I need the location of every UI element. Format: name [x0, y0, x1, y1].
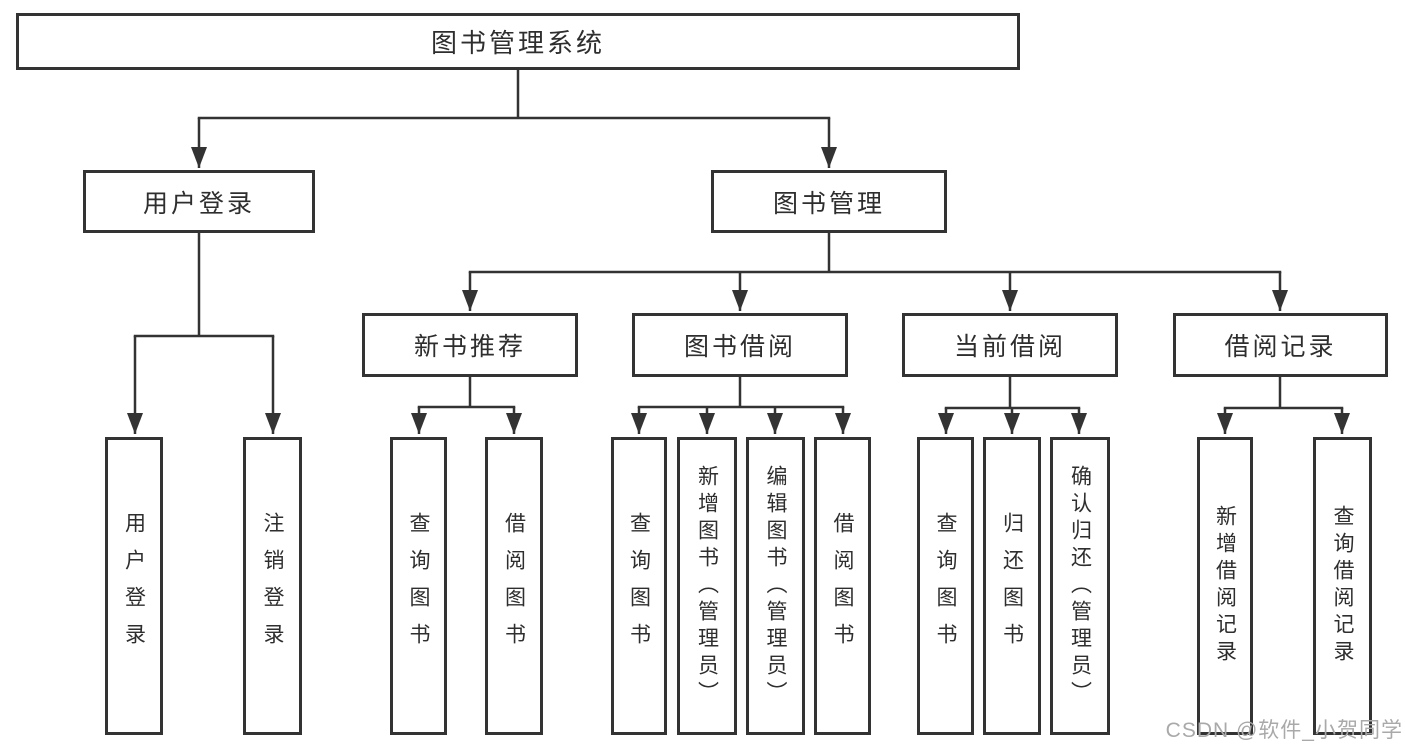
leaf-add-borrow-record: 新增借阅记录: [1197, 437, 1253, 735]
node-book-management: 图书管理: [711, 170, 947, 233]
leaf-borrow-books: 借阅图书: [814, 437, 871, 735]
leaf-return-books: 归还图书: [983, 437, 1041, 735]
node-book-borrow: 图书借阅: [632, 313, 848, 377]
leaf-label: 编辑图书（管理员）: [764, 464, 787, 708]
leaf-label: 确认归还（管理员）: [1068, 464, 1092, 708]
node-root: 图书管理系统: [16, 13, 1020, 70]
leaf-edit-books-admin: 编辑图书（管理员）: [746, 437, 805, 735]
node-new-book-recommend: 新书推荐: [362, 313, 578, 377]
leaf-label: 查询图书: [407, 512, 430, 660]
leaf-query-books-recommend: 查询图书: [390, 437, 447, 735]
leaf-label: 查询图书: [934, 512, 957, 660]
node-current-borrow: 当前借阅: [902, 313, 1118, 377]
leaf-add-books-admin: 新增图书（管理员）: [677, 437, 737, 735]
leaf-label: 查询图书: [627, 512, 651, 660]
node-borrow-records: 借阅记录: [1173, 313, 1388, 377]
leaf-borrow-books-recommend: 借阅图书: [485, 437, 543, 735]
leaf-query-books-borrow: 查询图书: [611, 437, 667, 735]
leaf-label: 借阅图书: [831, 512, 854, 660]
leaf-confirm-return-admin: 确认归还（管理员）: [1050, 437, 1110, 735]
leaf-label: 查询借阅记录: [1331, 505, 1354, 667]
leaf-label: 注销登录: [261, 512, 284, 660]
leaf-label: 新增借阅记录: [1213, 505, 1237, 667]
leaf-logout: 注销登录: [243, 437, 302, 735]
leaf-label: 归还图书: [1000, 512, 1024, 660]
leaf-query-borrow-record: 查询借阅记录: [1313, 437, 1372, 735]
node-user-login: 用户登录: [83, 170, 315, 233]
watermark-text: CSDN @软件_小贺同学: [1165, 719, 1403, 742]
leaf-query-books-current: 查询图书: [917, 437, 974, 735]
leaf-label: 新增图书（管理员）: [695, 464, 719, 708]
leaf-user-login: 用户登录: [105, 437, 163, 735]
leaf-label: 用户登录: [122, 512, 146, 660]
leaf-label: 借阅图书: [502, 512, 526, 660]
